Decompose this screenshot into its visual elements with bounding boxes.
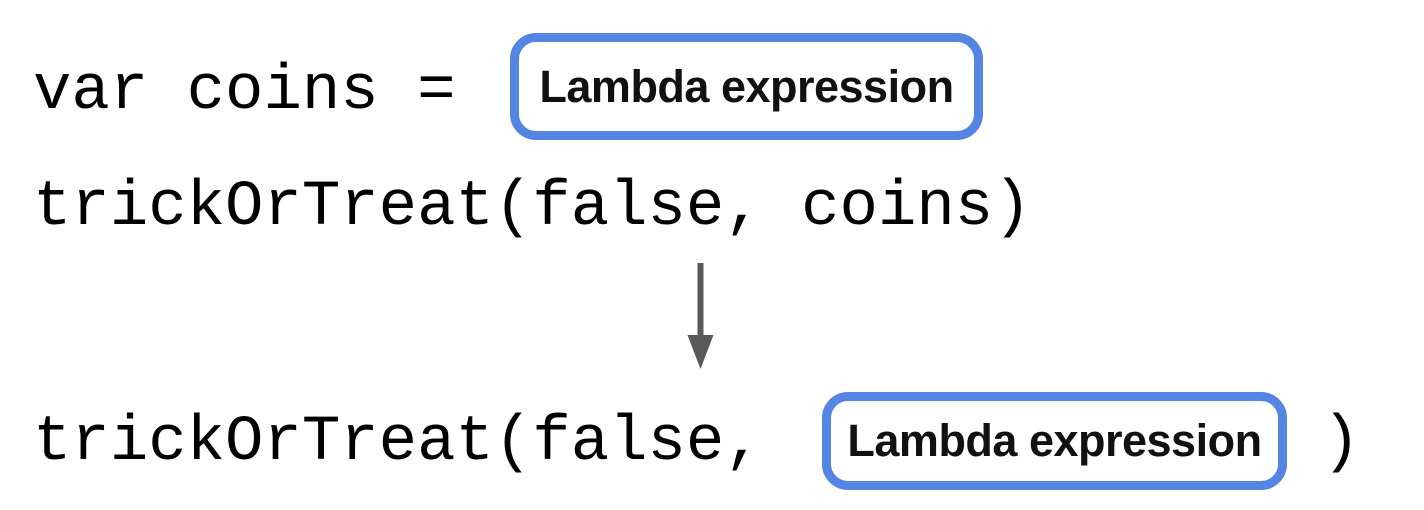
lambda-expression-label-top: Lambda expression [539,60,954,112]
lambda-expression-box-bottom: Lambda expression [822,392,1287,490]
down-arrow-icon [687,263,714,369]
code-line-trickortreat-lambda-before: trickOrTreat(false, [33,407,763,479]
lambda-expression-label-bottom: Lambda expression [847,415,1262,466]
code-line-trickortreat-lambda-after: ) [1322,407,1361,479]
lambda-expression-box-top: Lambda expression [510,33,983,140]
code-line-var-coins: var coins = [33,56,456,128]
code-line-trickortreat-coins: trickOrTreat(false, coins) [33,172,1032,244]
